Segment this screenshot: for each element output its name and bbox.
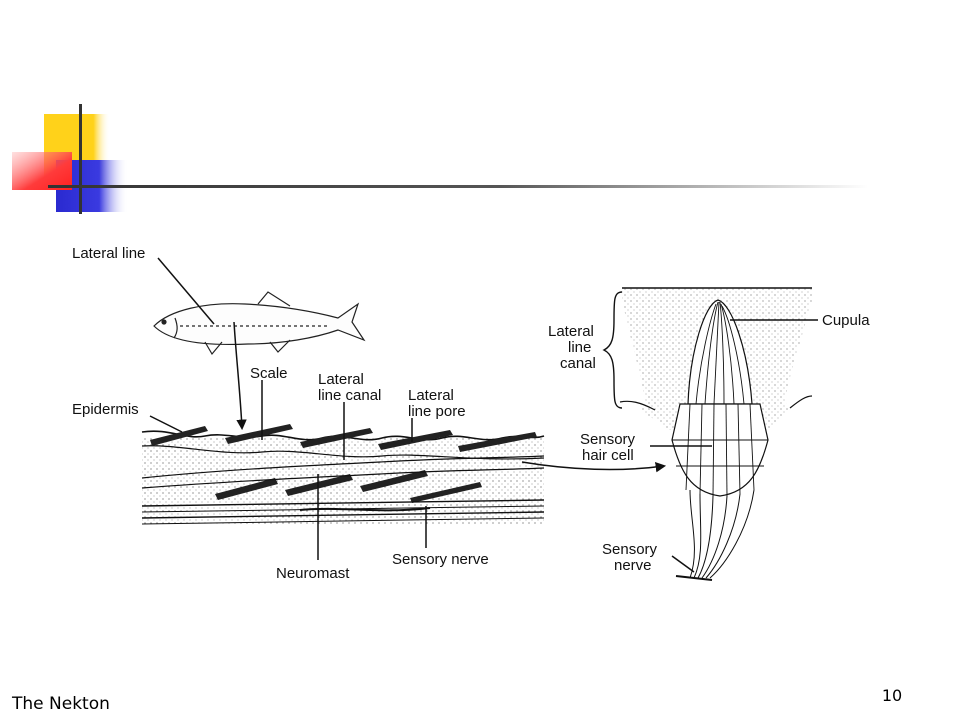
label-detail-canal-3: canal <box>560 355 596 372</box>
vertical-rule <box>79 104 82 214</box>
label-hair-cell-1: Sensory <box>580 431 636 448</box>
skin-cross-section <box>141 424 545 525</box>
label-lateral-line-canal-1: Lateral <box>318 371 364 388</box>
header-decoration <box>12 104 868 214</box>
label-lateral-line: Lateral line <box>72 245 145 262</box>
label-cupula: Cupula <box>822 312 870 329</box>
label-detail-canal-2: line <box>568 339 591 356</box>
label-hair-cell-2: hair cell <box>582 447 634 464</box>
label-lateral-line-pore-2: line pore <box>408 403 466 420</box>
label-detail-nerve-2: nerve <box>614 557 652 574</box>
label-epidermis: Epidermis <box>72 401 139 418</box>
label-sensory-nerve: Sensory nerve <box>392 551 489 568</box>
fish-illustration <box>153 291 366 356</box>
label-scale: Scale <box>250 365 288 382</box>
neuromast-detail <box>602 287 813 581</box>
page-number: 10 <box>881 686 903 705</box>
horizontal-rule <box>48 185 868 188</box>
label-lateral-line-canal-2: line canal <box>318 387 381 404</box>
label-neuromast: Neuromast <box>276 565 350 582</box>
footer-title: The Nekton <box>12 694 110 714</box>
label-detail-canal-1: Lateral <box>548 323 594 340</box>
label-detail-nerve-1: Sensory <box>602 541 658 558</box>
red-square <box>12 152 72 190</box>
label-lateral-line-pore-1: Lateral <box>408 387 454 404</box>
